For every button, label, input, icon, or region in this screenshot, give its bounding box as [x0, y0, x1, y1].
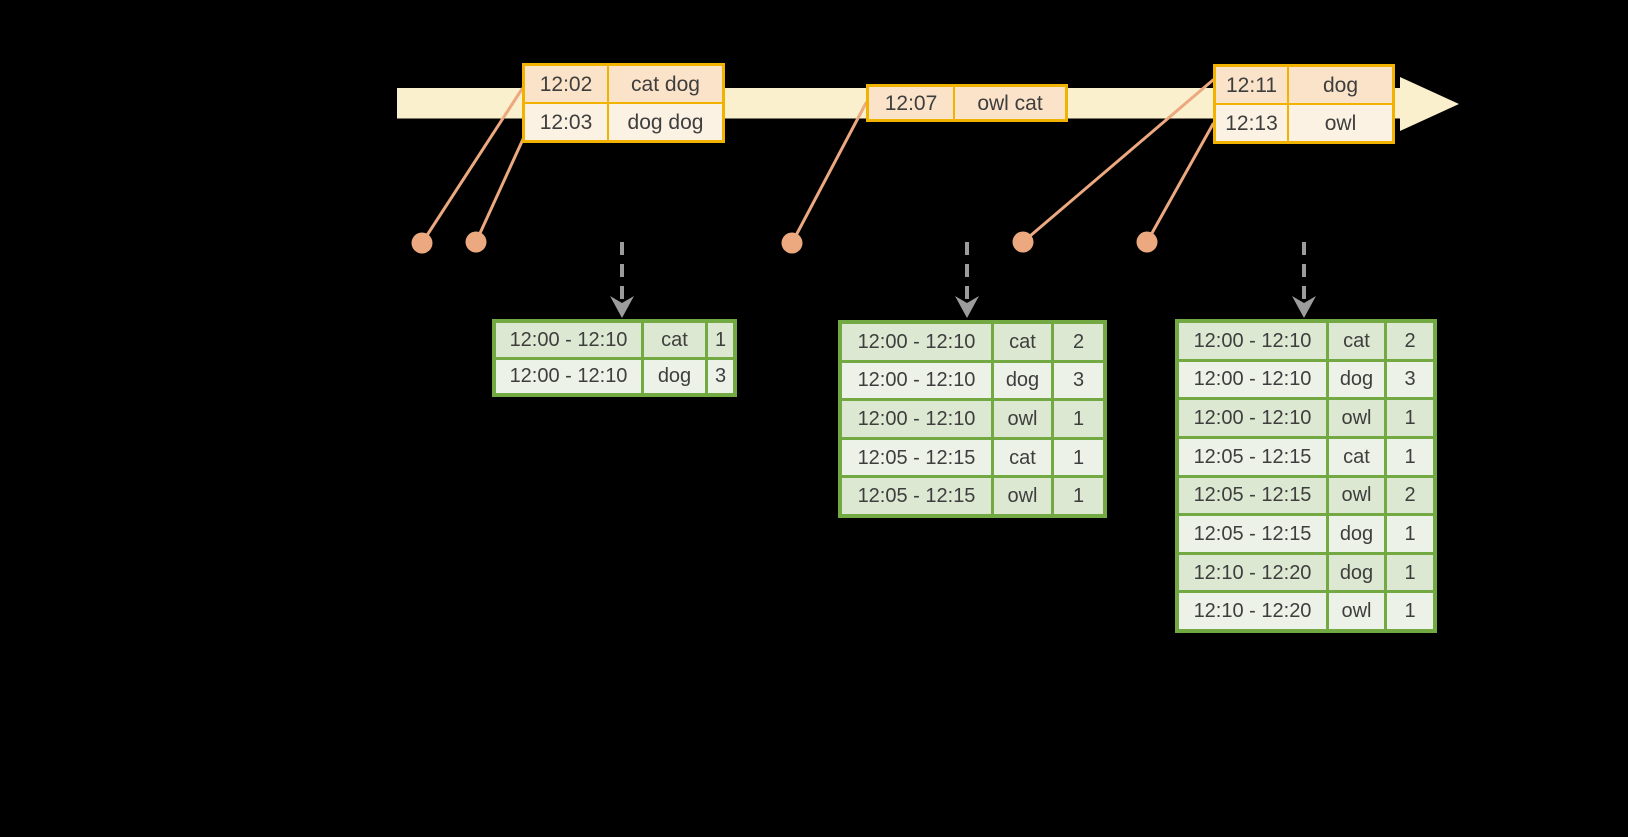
- window-cell: 12:00 - 12:10: [496, 359, 641, 393]
- count-cell: 1: [1387, 593, 1433, 629]
- trigger-arrowhead: [610, 296, 634, 318]
- window-cell: 12:00 - 12:10: [496, 323, 641, 357]
- count-cell: 2: [1387, 323, 1433, 359]
- count-cell: 1: [708, 323, 733, 357]
- event-connector-line: [420, 87, 524, 245]
- word-cell: cat: [994, 324, 1051, 360]
- count-cell: 2: [1387, 477, 1433, 514]
- count-cell: 1: [1054, 478, 1103, 514]
- word-cell: owl: [1329, 477, 1384, 514]
- event-words-cell: dog: [1289, 67, 1392, 103]
- count-cell: 1: [1387, 400, 1433, 436]
- window-cell: 12:00 - 12:10: [1179, 361, 1326, 398]
- word-cell: owl: [1329, 400, 1384, 436]
- result-table-2: 12:00 - 12:10 cat 2 12:00 - 12:10 dog 3 …: [838, 320, 1107, 518]
- word-cell: owl: [994, 478, 1051, 514]
- count-cell: 3: [1387, 361, 1433, 398]
- result-table-1: 12:00 - 12:10 cat 1 12:00 - 12:10 dog 3: [492, 319, 737, 397]
- event-connector-line: [474, 135, 526, 244]
- window-cell: 12:00 - 12:10: [1179, 323, 1326, 359]
- count-cell: 3: [708, 359, 733, 393]
- event-words-cell: cat dog: [609, 66, 722, 102]
- window-cell: 12:00 - 12:10: [842, 362, 991, 399]
- trigger-arrowhead: [1292, 296, 1316, 318]
- event-words-cell: owl cat: [955, 87, 1065, 119]
- event-dot: [411, 232, 433, 254]
- word-cell: cat: [1329, 438, 1384, 475]
- window-cell: 12:05 - 12:15: [842, 439, 991, 476]
- word-cell: dog: [1329, 361, 1384, 398]
- event-time-cell: 12:13: [1216, 105, 1287, 141]
- event-dot: [465, 231, 487, 253]
- count-cell: 1: [1387, 554, 1433, 591]
- window-cell: 12:00 - 12:10: [1179, 400, 1326, 436]
- result-table-3: 12:00 - 12:10 cat 2 12:00 - 12:10 dog 3 …: [1175, 319, 1437, 633]
- window-cell: 12:05 - 12:15: [842, 478, 991, 514]
- count-cell: 1: [1054, 401, 1103, 437]
- event-connector-line: [790, 101, 868, 245]
- event-dot: [1136, 231, 1158, 253]
- word-cell: cat: [644, 323, 705, 357]
- window-cell: 12:05 - 12:15: [1179, 438, 1326, 475]
- event-dot: [1012, 231, 1034, 253]
- word-cell: owl: [1329, 593, 1384, 629]
- event-connector-line: [1145, 122, 1215, 244]
- event-time-cell: 12:07: [869, 87, 953, 119]
- window-cell: 12:05 - 12:15: [1179, 516, 1326, 552]
- trigger-arrowhead: [955, 296, 979, 318]
- event-table-3: 12:11 dog 12:13 owl: [1213, 64, 1395, 144]
- word-cell: owl: [994, 401, 1051, 437]
- window-cell: 12:05 - 12:15: [1179, 477, 1326, 514]
- count-cell: 1: [1387, 438, 1433, 475]
- word-cell: dog: [994, 362, 1051, 399]
- window-cell: 12:10 - 12:20: [1179, 593, 1326, 629]
- count-cell: 3: [1054, 362, 1103, 399]
- count-cell: 2: [1054, 324, 1103, 360]
- event-time-cell: 12:11: [1216, 67, 1287, 103]
- count-cell: 1: [1054, 439, 1103, 476]
- event-time-cell: 12:03: [525, 104, 607, 140]
- word-cell: dog: [644, 359, 705, 393]
- window-cell: 12:10 - 12:20: [1179, 554, 1326, 591]
- word-cell: dog: [1329, 554, 1384, 591]
- count-cell: 1: [1387, 516, 1433, 552]
- window-cell: 12:00 - 12:10: [842, 324, 991, 360]
- event-time-cell: 12:02: [525, 66, 607, 102]
- word-cell: cat: [994, 439, 1051, 476]
- window-cell: 12:00 - 12:10: [842, 401, 991, 437]
- word-cell: dog: [1329, 516, 1384, 552]
- word-cell: cat: [1329, 323, 1384, 359]
- event-dot: [781, 232, 803, 254]
- event-words-cell: dog dog: [609, 104, 722, 140]
- event-words-cell: owl: [1289, 105, 1392, 141]
- event-table-1: 12:02 cat dog 12:03 dog dog: [522, 63, 725, 143]
- event-table-2: 12:07 owl cat: [866, 84, 1068, 122]
- event-connector-line: [1021, 78, 1215, 244]
